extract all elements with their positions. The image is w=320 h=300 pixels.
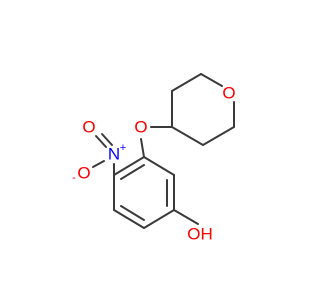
structure-diagram: O O N + O O - OH: [72, 73, 236, 244]
oxane-ring: [171, 73, 235, 146]
nitrogen-charge-label: +: [120, 142, 126, 154]
bond: [120, 205, 145, 221]
bond: [171, 126, 204, 146]
bond: [92, 160, 105, 168]
nitro-oxygen-left-label: O: [77, 163, 90, 182]
bond: [171, 73, 202, 92]
benzene-ring: [113, 156, 175, 229]
bond: [173, 209, 199, 225]
bond: [120, 164, 145, 180]
oxygen-charge-label: -: [72, 172, 76, 184]
nitro-oxygen-top-label: O: [82, 117, 95, 136]
bond: [202, 126, 235, 146]
bond: [200, 73, 223, 87]
bond: [113, 156, 145, 176]
hydroxyl-label: OH: [187, 224, 213, 243]
bond: [140, 138, 145, 158]
ether-oxygen-label: O: [134, 117, 147, 136]
bond: [143, 209, 175, 229]
bond: [95, 135, 107, 148]
bond: [113, 209, 145, 229]
nitro-nitrogen-label: N: [108, 144, 120, 163]
molecule-drawing: O O N + O O - OH: [72, 73, 236, 243]
bond: [101, 133, 113, 146]
ring-oxygen-label: O: [222, 83, 235, 102]
bond: [143, 156, 175, 176]
